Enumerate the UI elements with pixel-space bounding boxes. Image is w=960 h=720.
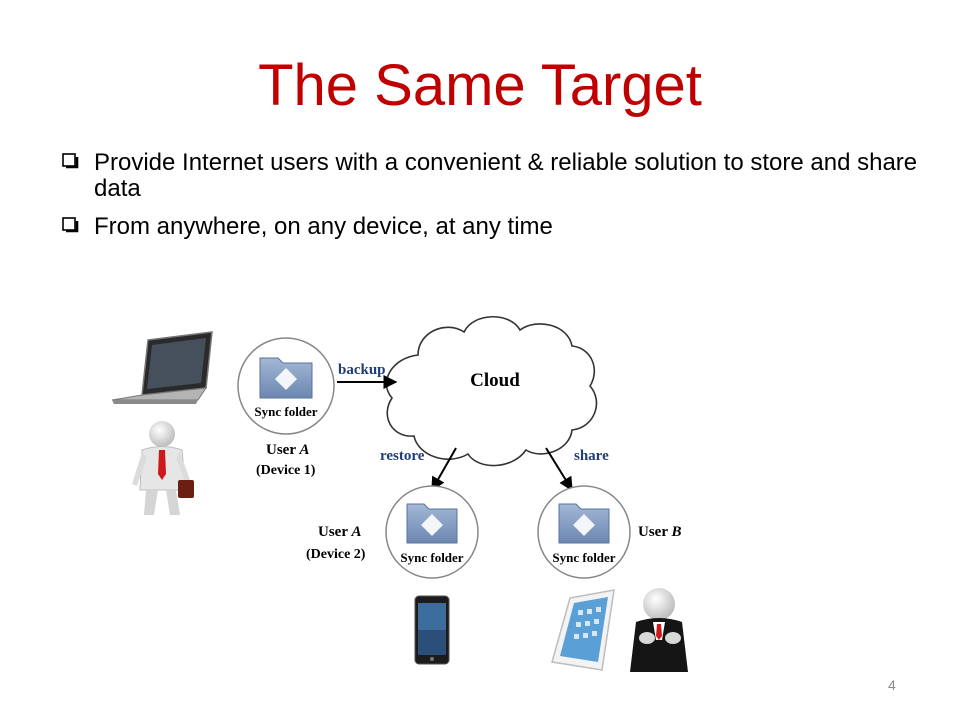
- laptop-icon: [111, 331, 213, 404]
- sync-folder-node: Sync folder: [537, 485, 631, 579]
- restore-arrow: [431, 447, 457, 492]
- businessman-icon: [132, 421, 194, 515]
- folder-icon: [558, 503, 610, 544]
- checkbox-bullet-icon: [62, 153, 79, 169]
- restore-label: restore: [380, 448, 425, 464]
- sync-folder-label: Sync folder: [552, 550, 615, 565]
- bullet-text: Provide Internet users with a convenient…: [94, 149, 918, 202]
- tablet-icon: [551, 589, 615, 671]
- cloud-node: Cloud: [385, 316, 598, 467]
- slide-title: The Same Target: [258, 53, 702, 118]
- user-b-label: User B: [638, 524, 681, 540]
- user-a2-device: (Device 2): [306, 547, 366, 562]
- businessman-icon: [630, 588, 688, 672]
- bullet-list: Provide Internet users with a convenient…: [62, 150, 922, 252]
- page-number: 4: [888, 677, 896, 693]
- backup-label: backup: [338, 362, 386, 378]
- bullet-text: From anywhere, on any device, at any tim…: [94, 213, 553, 240]
- bullet-item: Provide Internet users with a convenient…: [62, 150, 922, 202]
- phone-icon: [414, 595, 450, 665]
- user-a1-device: (Device 1): [256, 463, 316, 478]
- sync-diagram: Cloud backup restore share Sync folder U…: [111, 316, 688, 672]
- share-arrow: [545, 447, 573, 492]
- cloud-label: Cloud: [470, 370, 520, 391]
- user-a2-label: User A: [318, 524, 361, 540]
- folder-icon: [406, 503, 458, 544]
- sync-folder-label: Sync folder: [254, 404, 317, 419]
- share-label: share: [574, 448, 609, 464]
- sync-folder-node: Sync folder: [385, 485, 479, 579]
- folder-icon: [259, 357, 313, 399]
- sync-folder-node: Sync folder: [237, 337, 335, 435]
- user-a1-label: User A: [266, 442, 309, 458]
- bullet-item: From anywhere, on any device, at any tim…: [62, 214, 922, 240]
- checkbox-bullet-icon: [62, 217, 79, 233]
- sync-folder-label: Sync folder: [400, 550, 463, 565]
